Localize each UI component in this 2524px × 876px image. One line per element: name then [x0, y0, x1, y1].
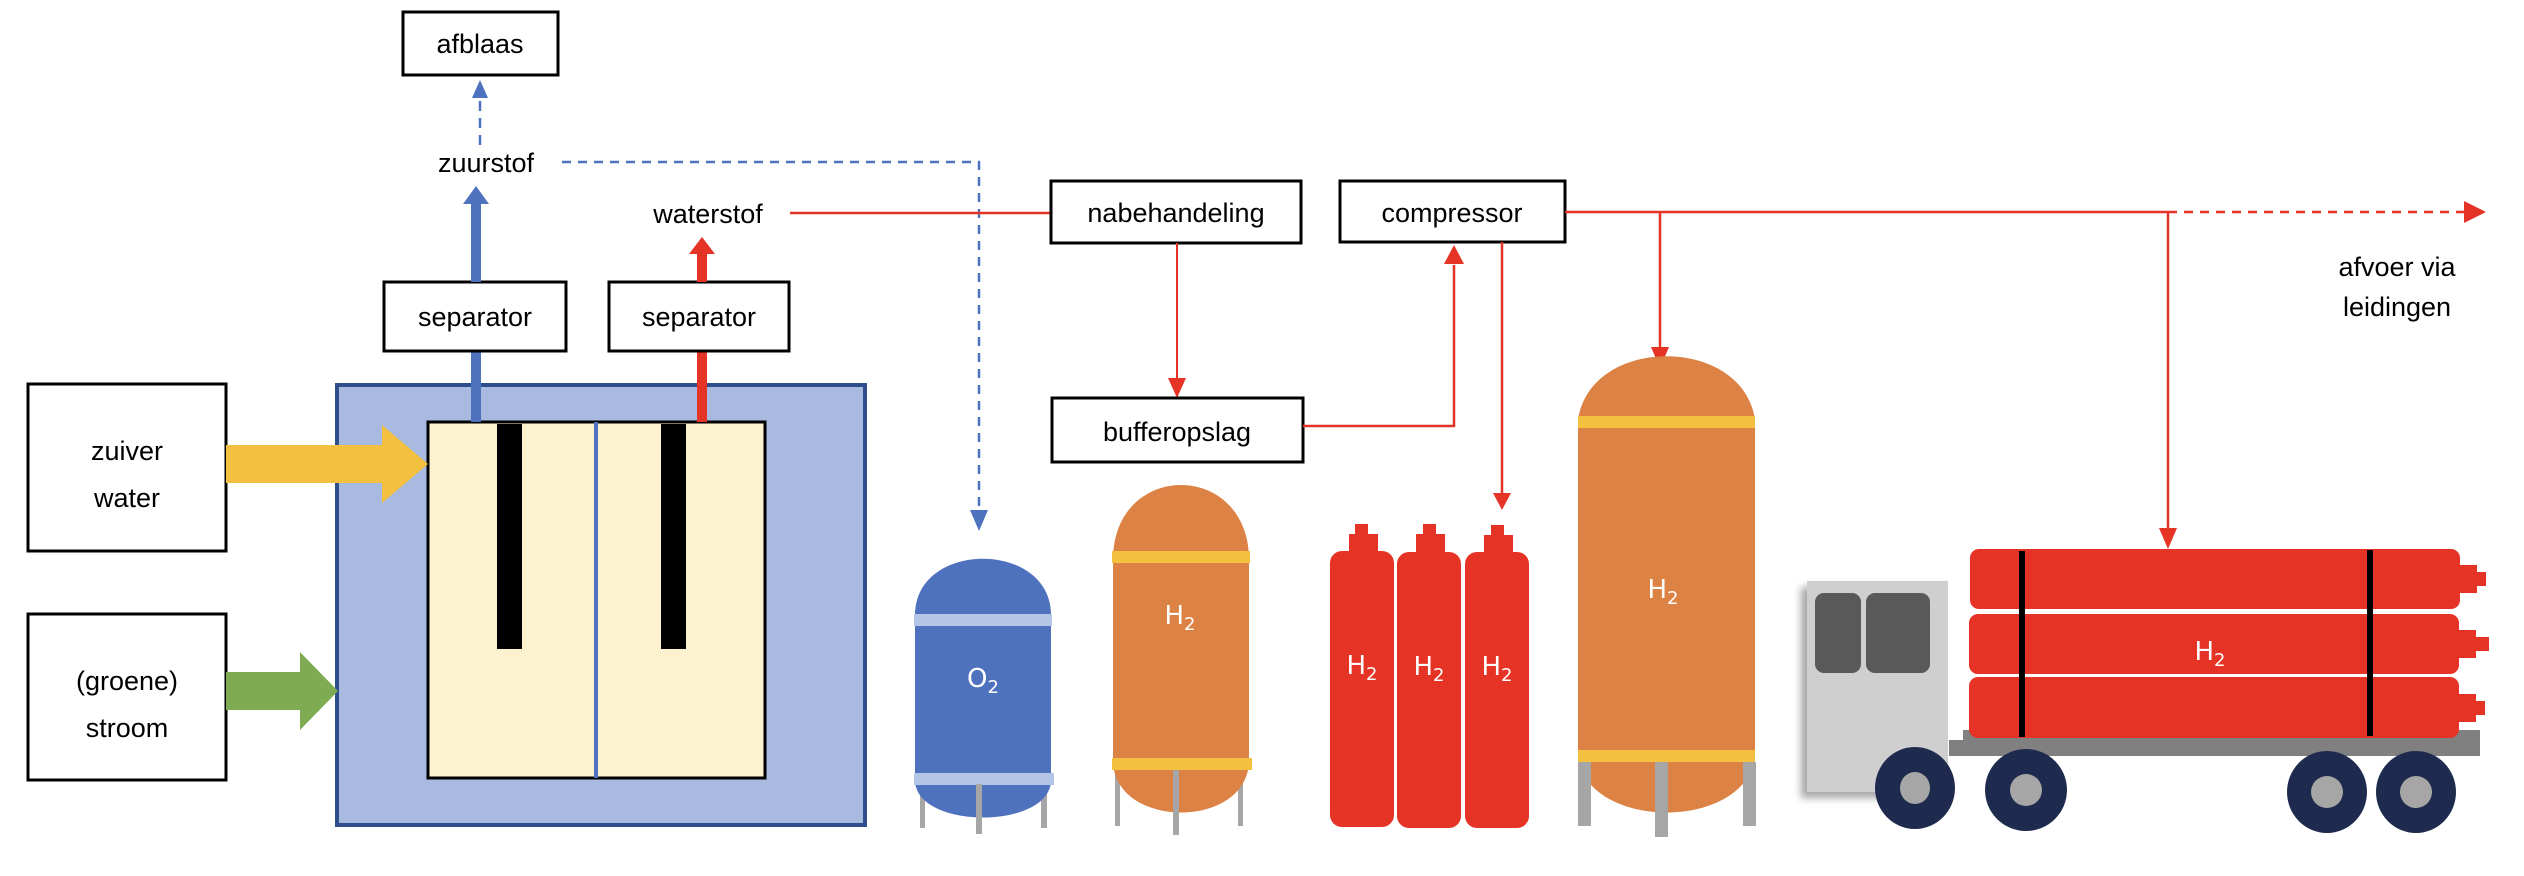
- oxygen-tank-arrowhead: [970, 510, 988, 531]
- anode-electrode: [497, 424, 522, 649]
- hydrogen-buffer-tank: H2: [1112, 485, 1252, 835]
- tank-band: [1578, 416, 1755, 428]
- buffer-storage-box: [1050, 396, 1305, 464]
- tank-leg: [1041, 784, 1047, 828]
- buffer-storage: bufferopslag: [1050, 396, 1305, 464]
- large-tank-body: [1578, 356, 1755, 813]
- buffer-tank-body: [1113, 485, 1249, 813]
- trailer-cylinder: [1970, 549, 2460, 609]
- hydrogen-up-arrow: [689, 237, 715, 282]
- buffer-to-compressor-line: [1303, 265, 1456, 428]
- compressor: compressor: [1338, 179, 1567, 244]
- water-inflow-arrow: [226, 425, 428, 503]
- pure-water-label-line1: zuiver: [91, 436, 163, 466]
- tank-leg: [1173, 770, 1179, 835]
- trailer-strap: [2019, 551, 2025, 737]
- large-tank-formula: H2: [1647, 575, 1678, 609]
- tank-band: [914, 773, 1054, 785]
- pure-water-box: [26, 382, 228, 553]
- vent-label: afblaas: [436, 29, 523, 59]
- vent: afblaas: [401, 10, 560, 77]
- compressor-arrowhead: [1444, 245, 1464, 264]
- cathode-electrode: [661, 424, 686, 649]
- buffer-arrowhead: [1168, 378, 1186, 398]
- oxygen-formula: O2: [967, 664, 999, 698]
- tank-leg: [1655, 762, 1668, 837]
- tank-leg: [1115, 770, 1120, 826]
- truck-window: [1866, 593, 1930, 673]
- vent-box: [401, 10, 560, 77]
- green-power-input: (groene) stroom: [26, 612, 228, 782]
- tank-band: [914, 614, 1052, 626]
- oxygen-separator: separator: [382, 280, 568, 353]
- pipeline-arrowhead: [2464, 201, 2486, 223]
- buffer-storage-label: bufferopslag: [1103, 417, 1251, 447]
- hydrogen-cylinder: H2: [1330, 524, 1394, 827]
- tank-leg: [1743, 762, 1756, 826]
- cylinder-formula: H2: [1413, 652, 1444, 686]
- membrane: [594, 422, 598, 778]
- tank-band: [1578, 750, 1755, 762]
- compressor-label: compressor: [1381, 198, 1522, 228]
- green-power-label-line1: (groene): [76, 666, 178, 696]
- hydrogen-separator-box: [607, 280, 791, 353]
- hydrogen-cylinder: H2: [1465, 525, 1529, 828]
- tank-leg: [1578, 762, 1591, 826]
- oxygen-storage-tank: O2: [914, 558, 1054, 834]
- truck-wheel: [1875, 747, 1955, 829]
- hydrogen-cylinders: H2 H2 H2: [1330, 524, 1529, 828]
- oxygen-up-arrow: [463, 186, 489, 282]
- truck-window: [1815, 593, 1861, 673]
- oxygen-pipe-lower: [471, 351, 481, 422]
- oxygen-separator-label: separator: [418, 302, 532, 332]
- tank-band: [1112, 551, 1250, 563]
- green-power-label-line2: stroom: [86, 713, 169, 743]
- trailer-strap: [2367, 550, 2373, 736]
- cylinders-arrowhead: [1493, 493, 1511, 510]
- post-treatment-label: nabehandeling: [1087, 198, 1264, 228]
- truck-arrowhead: [2159, 528, 2177, 549]
- trailer-cylinder: [1969, 614, 2459, 674]
- tank-leg: [1238, 770, 1243, 826]
- cylinder-formula: H2: [1481, 652, 1512, 686]
- trailer-formula: H2: [2194, 637, 2225, 671]
- oxygen-to-tank-dashed-line: [562, 160, 981, 515]
- tank-band: [1112, 758, 1252, 770]
- electrolyzer: [335, 383, 867, 827]
- buffer-tank-formula: H2: [1164, 601, 1195, 635]
- oxygen-label: zuurstof: [438, 148, 535, 178]
- hydrogen-separator: separator: [607, 280, 791, 353]
- cylinder-formula: H2: [1346, 651, 1377, 685]
- truck-wheel: [2376, 751, 2456, 833]
- vent-arrowhead: [472, 80, 488, 98]
- truck-bed: [1949, 740, 2480, 756]
- power-inflow-arrow: [226, 652, 338, 730]
- trailer-cylinder: [1969, 677, 2459, 738]
- pipeline-label-line1: afvoer via: [2338, 252, 2456, 282]
- hydrogen-label: waterstof: [652, 199, 763, 229]
- pure-water-label-line2: water: [93, 483, 160, 513]
- truck-wheel: [1985, 749, 2067, 831]
- green-power-box: [26, 612, 228, 782]
- pure-water-input: zuiver water: [26, 382, 228, 553]
- post-treatment-box: [1049, 179, 1303, 245]
- large-hydrogen-tank: H2: [1578, 356, 1756, 837]
- hydrogen-separator-label: separator: [642, 302, 756, 332]
- pipeline-label-line2: leidingen: [2343, 292, 2451, 322]
- truck-wheel: [2287, 751, 2367, 833]
- tank-leg: [920, 784, 925, 828]
- hydrogen-cylinder: H2: [1397, 524, 1461, 828]
- post-treatment: nabehandeling: [1049, 179, 1303, 245]
- hydrogen-pipe-lower: [697, 351, 707, 422]
- compressor-box: [1338, 179, 1567, 244]
- hydrogen-tube-trailer-truck: H2: [1807, 549, 2489, 833]
